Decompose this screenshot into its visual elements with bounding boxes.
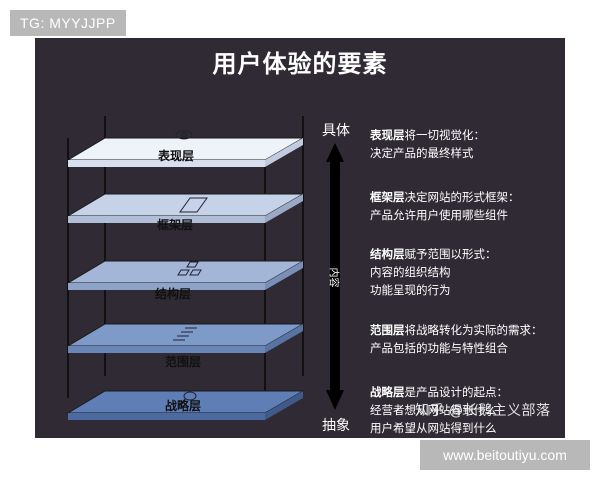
description-term: 范围层 [370, 323, 405, 337]
layer-skeleton: 框架层 [66, 193, 305, 232]
layer-strategy: 战略层 [66, 390, 305, 420]
description-line: 产品包括的功能与特性组合 [370, 341, 508, 355]
list-icon [173, 327, 197, 341]
description-term: 战略层 [370, 385, 405, 399]
axis-middle-label: 内容 [327, 267, 339, 288]
description-surface: 表现层将一切视觉化： 决定产品的最终样式 [370, 126, 560, 162]
eye-icon [175, 130, 193, 140]
description-line: 内容的组织结构 [370, 265, 451, 279]
layer-surface: 表现层 [66, 130, 305, 167]
tg-badge: TG: MYYJJPP [10, 10, 126, 36]
description-line: 决定网站的形式框架： [404, 190, 520, 204]
description-line: 经营者想从网站得到什么 [370, 403, 497, 417]
description-term: 框架层 [370, 190, 405, 204]
description-line: 产品允许用户使用哪些组件 [370, 208, 508, 222]
description-scope: 范围层将战略转化为实际的需求： 产品包括的功能与特性组合 [370, 321, 560, 357]
axis-top-label: 具体 [322, 123, 350, 139]
diagram-card: 用户体验的要素 战略层 [35, 38, 565, 438]
layer-label-scope: 范围层 [165, 354, 201, 369]
layer-label-structure: 结构层 [155, 286, 191, 301]
layer-structure: 结构层 [66, 260, 305, 301]
description-line: 功能呈现的行为 [370, 283, 451, 297]
description-line: 是产品设计的起点： [404, 385, 509, 399]
layer-scope: 范围层 [66, 323, 305, 369]
structure-icon [177, 261, 202, 276]
layer-stack: 战略层 范围层 结构层 [66, 116, 344, 420]
description-line: 将战略转化为实际的需求： [404, 323, 543, 337]
frame-icon [179, 197, 208, 213]
description-line: 赋予范围以形式： [404, 247, 497, 261]
description-term: 表现层 [370, 128, 405, 142]
layer-label-strategy: 战略层 [165, 398, 201, 413]
axis-arrow [326, 143, 344, 410]
description-line: 决定产品的最终样式 [370, 146, 474, 160]
layer-label-surface: 表现层 [157, 148, 194, 163]
layer-label-skeleton: 框架层 [157, 217, 193, 232]
site-badge: www.beitoutiyu.com [420, 440, 590, 470]
diagram-title: 用户体验的要素 [212, 50, 388, 78]
watermark: 知乎 @长鹅主义部落 [415, 403, 551, 419]
description-structure: 结构层赋予范围以形式： 内容的组织结构 功能呈现的行为 [370, 245, 560, 299]
description-line: 将一切视觉化： [404, 128, 486, 142]
description-term: 结构层 [370, 247, 405, 261]
description-line: 用户希望从网站得到什么 [370, 421, 497, 435]
axis-bottom-label: 抽象 [322, 418, 350, 434]
lightbulb-icon [178, 391, 197, 407]
description-skeleton: 框架层决定网站的形式框架： 产品允许用户使用哪些组件 [370, 188, 560, 224]
description-strategy: 战略层是产品设计的起点： 经营者想从网站得到什么 用户希望从网站得到什么 [370, 383, 560, 437]
